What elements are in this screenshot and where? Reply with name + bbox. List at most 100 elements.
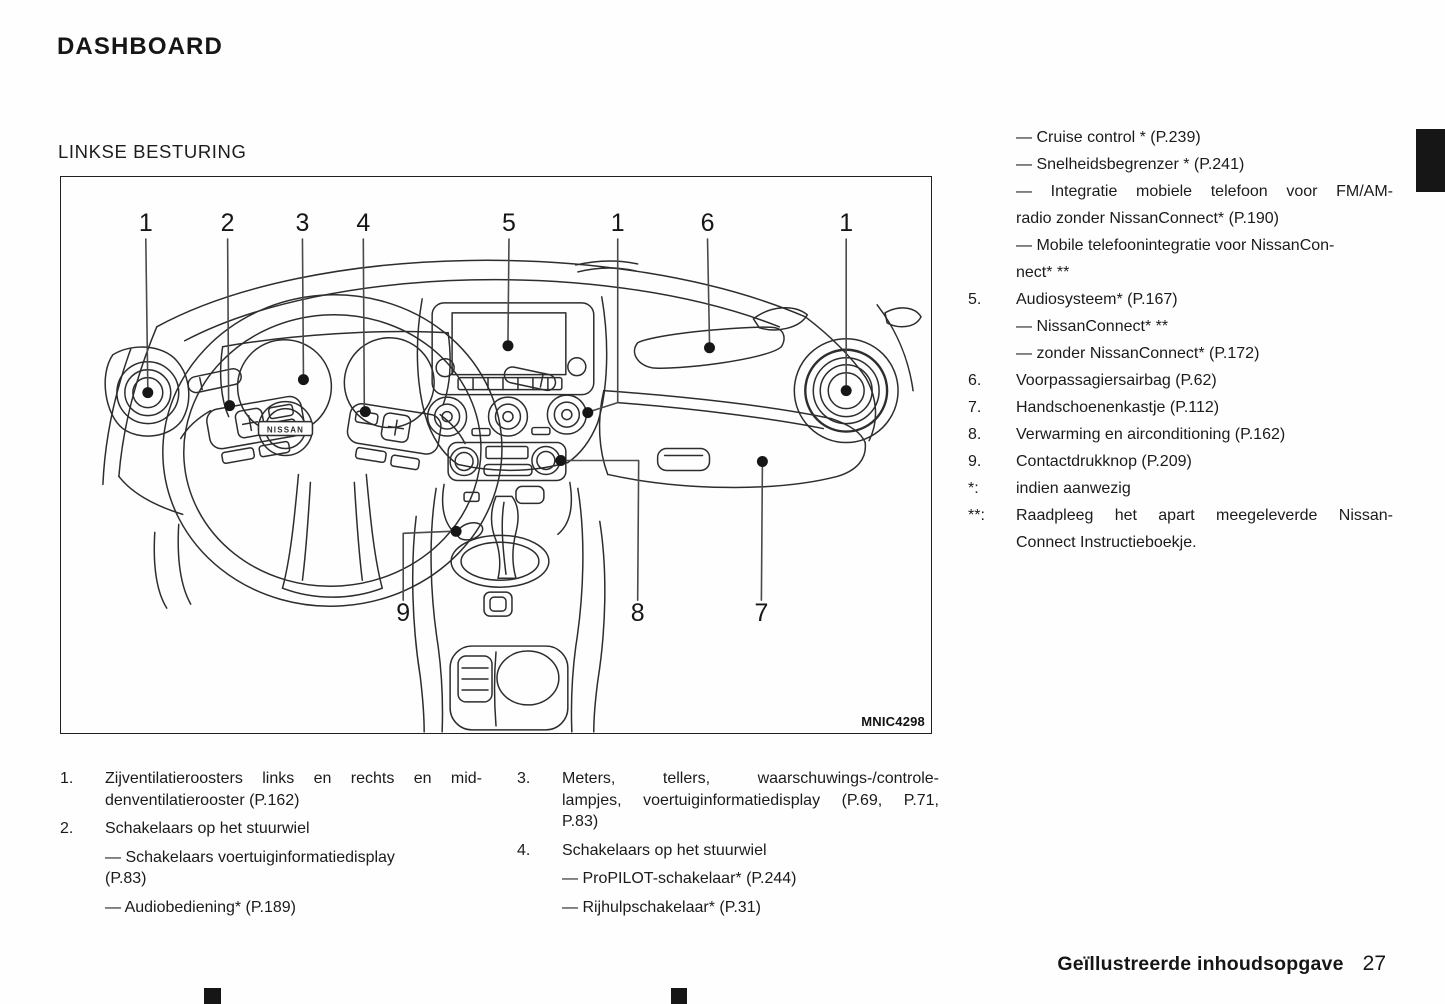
legend-entry: — ProPILOT-schakelaar* (P.244) [517,868,939,890]
legend-entry: — Mobile telefoonintegratie voor NissanC… [968,232,1393,286]
center-air-vents [426,394,588,437]
entry-line: Meters, tellers, waarschuwings-/controle… [562,770,939,787]
entry-line: Contactdrukknop (P.209) [1016,453,1192,470]
entry-line: Handschoenenkastje (P.112) [1016,399,1220,416]
entry-number [968,124,1016,151]
entry-line: — Cruise control * (P.239) [1016,129,1201,146]
entry-text: — Integratie mobiele telefoon voor FM/AM… [1016,178,1393,232]
entry-number: 4. [517,841,531,859]
entry-line: indien aanwezig [1016,480,1131,497]
entry-line: (P.83) [105,870,147,887]
callout-number: 5 [502,209,516,237]
callout-number: 7 [754,599,768,627]
entry-line: radio zonder NissanConnect* (P.190) [1016,210,1279,227]
entry-number [968,340,1016,367]
nissan-logo-text: NISSAN [267,426,304,435]
legend-column-2: 3. Meters, tellers, waarschuwings-/contr… [517,768,939,918]
callout-number: 3 [296,209,310,237]
dashboard-diagram: NISSAN [102,209,922,733]
cupholder [450,534,550,588]
entry-number: 9. [968,453,982,470]
glovebox [598,389,867,489]
legend-entry: — NissanConnect* ** [968,313,1393,340]
legend-entry: 1. Zijventilatieroosters links en rechts… [60,768,482,811]
entry-number: 1. [60,770,74,787]
entry-number: **: [968,507,985,524]
entry-text: Contactdrukknop (P.209) [1016,448,1393,475]
legend-entry: — Schakelaars voertuiginformatiedisplay … [60,847,482,890]
touchscreen-bezel [431,302,595,396]
entry-text: — Snelheidsbegrenzer * (P.241) [1016,151,1393,178]
callout-number: 9 [396,599,410,627]
entry-line: Schakelaars op het stuurwiel [562,841,767,859]
entry-number [968,232,1016,286]
entry-number [60,897,105,919]
legend-entry: — Snelheidsbegrenzer * (P.241) [968,151,1393,178]
left-air-vent [104,346,190,437]
entry-line: nect* ** [1016,264,1070,281]
entry-number [517,868,562,890]
entry-line: — zonder NissanConnect* (P.172) [1016,345,1260,362]
entry-line: — ProPILOT-schakelaar* (P.244) [562,870,797,887]
entry-text: Schakelaars op het stuurwiel [562,840,939,862]
legend-entry: 2. Schakelaars op het stuurwiel [60,818,482,840]
entry-text: indien aanwezig [1016,475,1393,502]
center-stack [416,296,608,471]
entry-text: Raadpleeg het apart meegeleverde Nissan-… [1016,502,1393,556]
legend-entry: — zonder NissanConnect* (P.172) [968,340,1393,367]
steering-wheel: NISSAN [162,294,557,607]
center-console [411,481,606,733]
nissan-logo: NISSAN [257,400,314,457]
binding-mark [204,988,221,1004]
entry-line: Raadpleeg het apart meegeleverde Nissan- [1016,507,1393,524]
entry-text: — zonder NissanConnect* (P.172) [1016,340,1393,367]
entry-text: — Mobile telefoonintegratie voor NissanC… [1016,232,1393,286]
entry-number: 5. [968,291,982,308]
entry-number [968,151,1016,178]
callout-number: 8 [631,599,645,627]
entry-line: Voorpassagiersairbag (P.62) [1016,372,1217,389]
callout-number: 1 [611,209,625,237]
callout-numbers: 1 2 3 4 5 1 6 1 9 8 7 [139,209,853,627]
entry-line: Connect Instructieboekje. [1016,534,1197,551]
entry-text: Voorpassagiersairbag (P.62) [1016,367,1393,394]
legend-entry: 8. Verwarming en airconditioning (P.162) [968,421,1393,448]
entry-line: — NissanConnect* ** [1016,318,1169,335]
footer-page-number: 27 [1362,952,1386,975]
callout-number: 1 [139,209,153,237]
legend-entry: 5. Audiosysteem* (P.167) [968,286,1393,313]
entry-line: denventilatierooster (P.162) [105,791,300,809]
entry-text: Meters, tellers, waarschuwings-/controle… [562,768,939,833]
entry-text: Handschoenenkastje (P.112) [1016,394,1393,421]
figure-code: MNIC4298 [861,714,925,729]
entry-line: — Audiobediening* (P.189) [105,898,296,916]
entry-number: 3. [517,770,531,787]
entry-text: — Schakelaars voertuiginformatiedisplay … [105,847,482,890]
entry-text: Audiosysteem* (P.167) [1016,286,1393,313]
callout-number: 1 [839,209,853,237]
left-stalk [187,367,242,394]
binding-mark [671,988,687,1004]
entry-line: — Snelheidsbegrenzer * (P.241) [1016,156,1245,173]
callout-number: 4 [356,209,370,237]
entry-number: 6. [968,372,982,389]
entry-text: — ProPILOT-schakelaar* (P.244) [562,868,939,890]
callout-dots [142,340,852,537]
entry-text: Schakelaars op het stuurwiel [105,818,482,840]
section-title: LINKSE BESTURING [58,141,247,162]
entry-number [968,313,1016,340]
callout-leader-lines [145,238,847,601]
heater-controls [447,441,567,482]
entry-text: Verwarming en airconditioning (P.162) [1016,421,1393,448]
entry-text: — Rijhulpschakelaar* (P.31) [562,897,939,919]
entry-line: Verwarming en airconditioning (P.162) [1016,426,1286,443]
glovebox-handle [656,447,711,472]
chapter-tab-marker [1416,129,1445,192]
entry-line: Audiosysteem* (P.167) [1016,291,1178,308]
legend-entry: *: indien aanwezig [968,475,1393,502]
page-title: DASHBOARD [57,33,223,60]
footer-chapter-label: Geïllustreerde inhoudsopgave [1057,953,1344,975]
entry-line: P.83) [562,813,599,830]
entry-number: 2. [60,820,74,837]
legend-column-3: — Cruise control * (P.239) — Snelheidsbe… [968,124,1393,556]
